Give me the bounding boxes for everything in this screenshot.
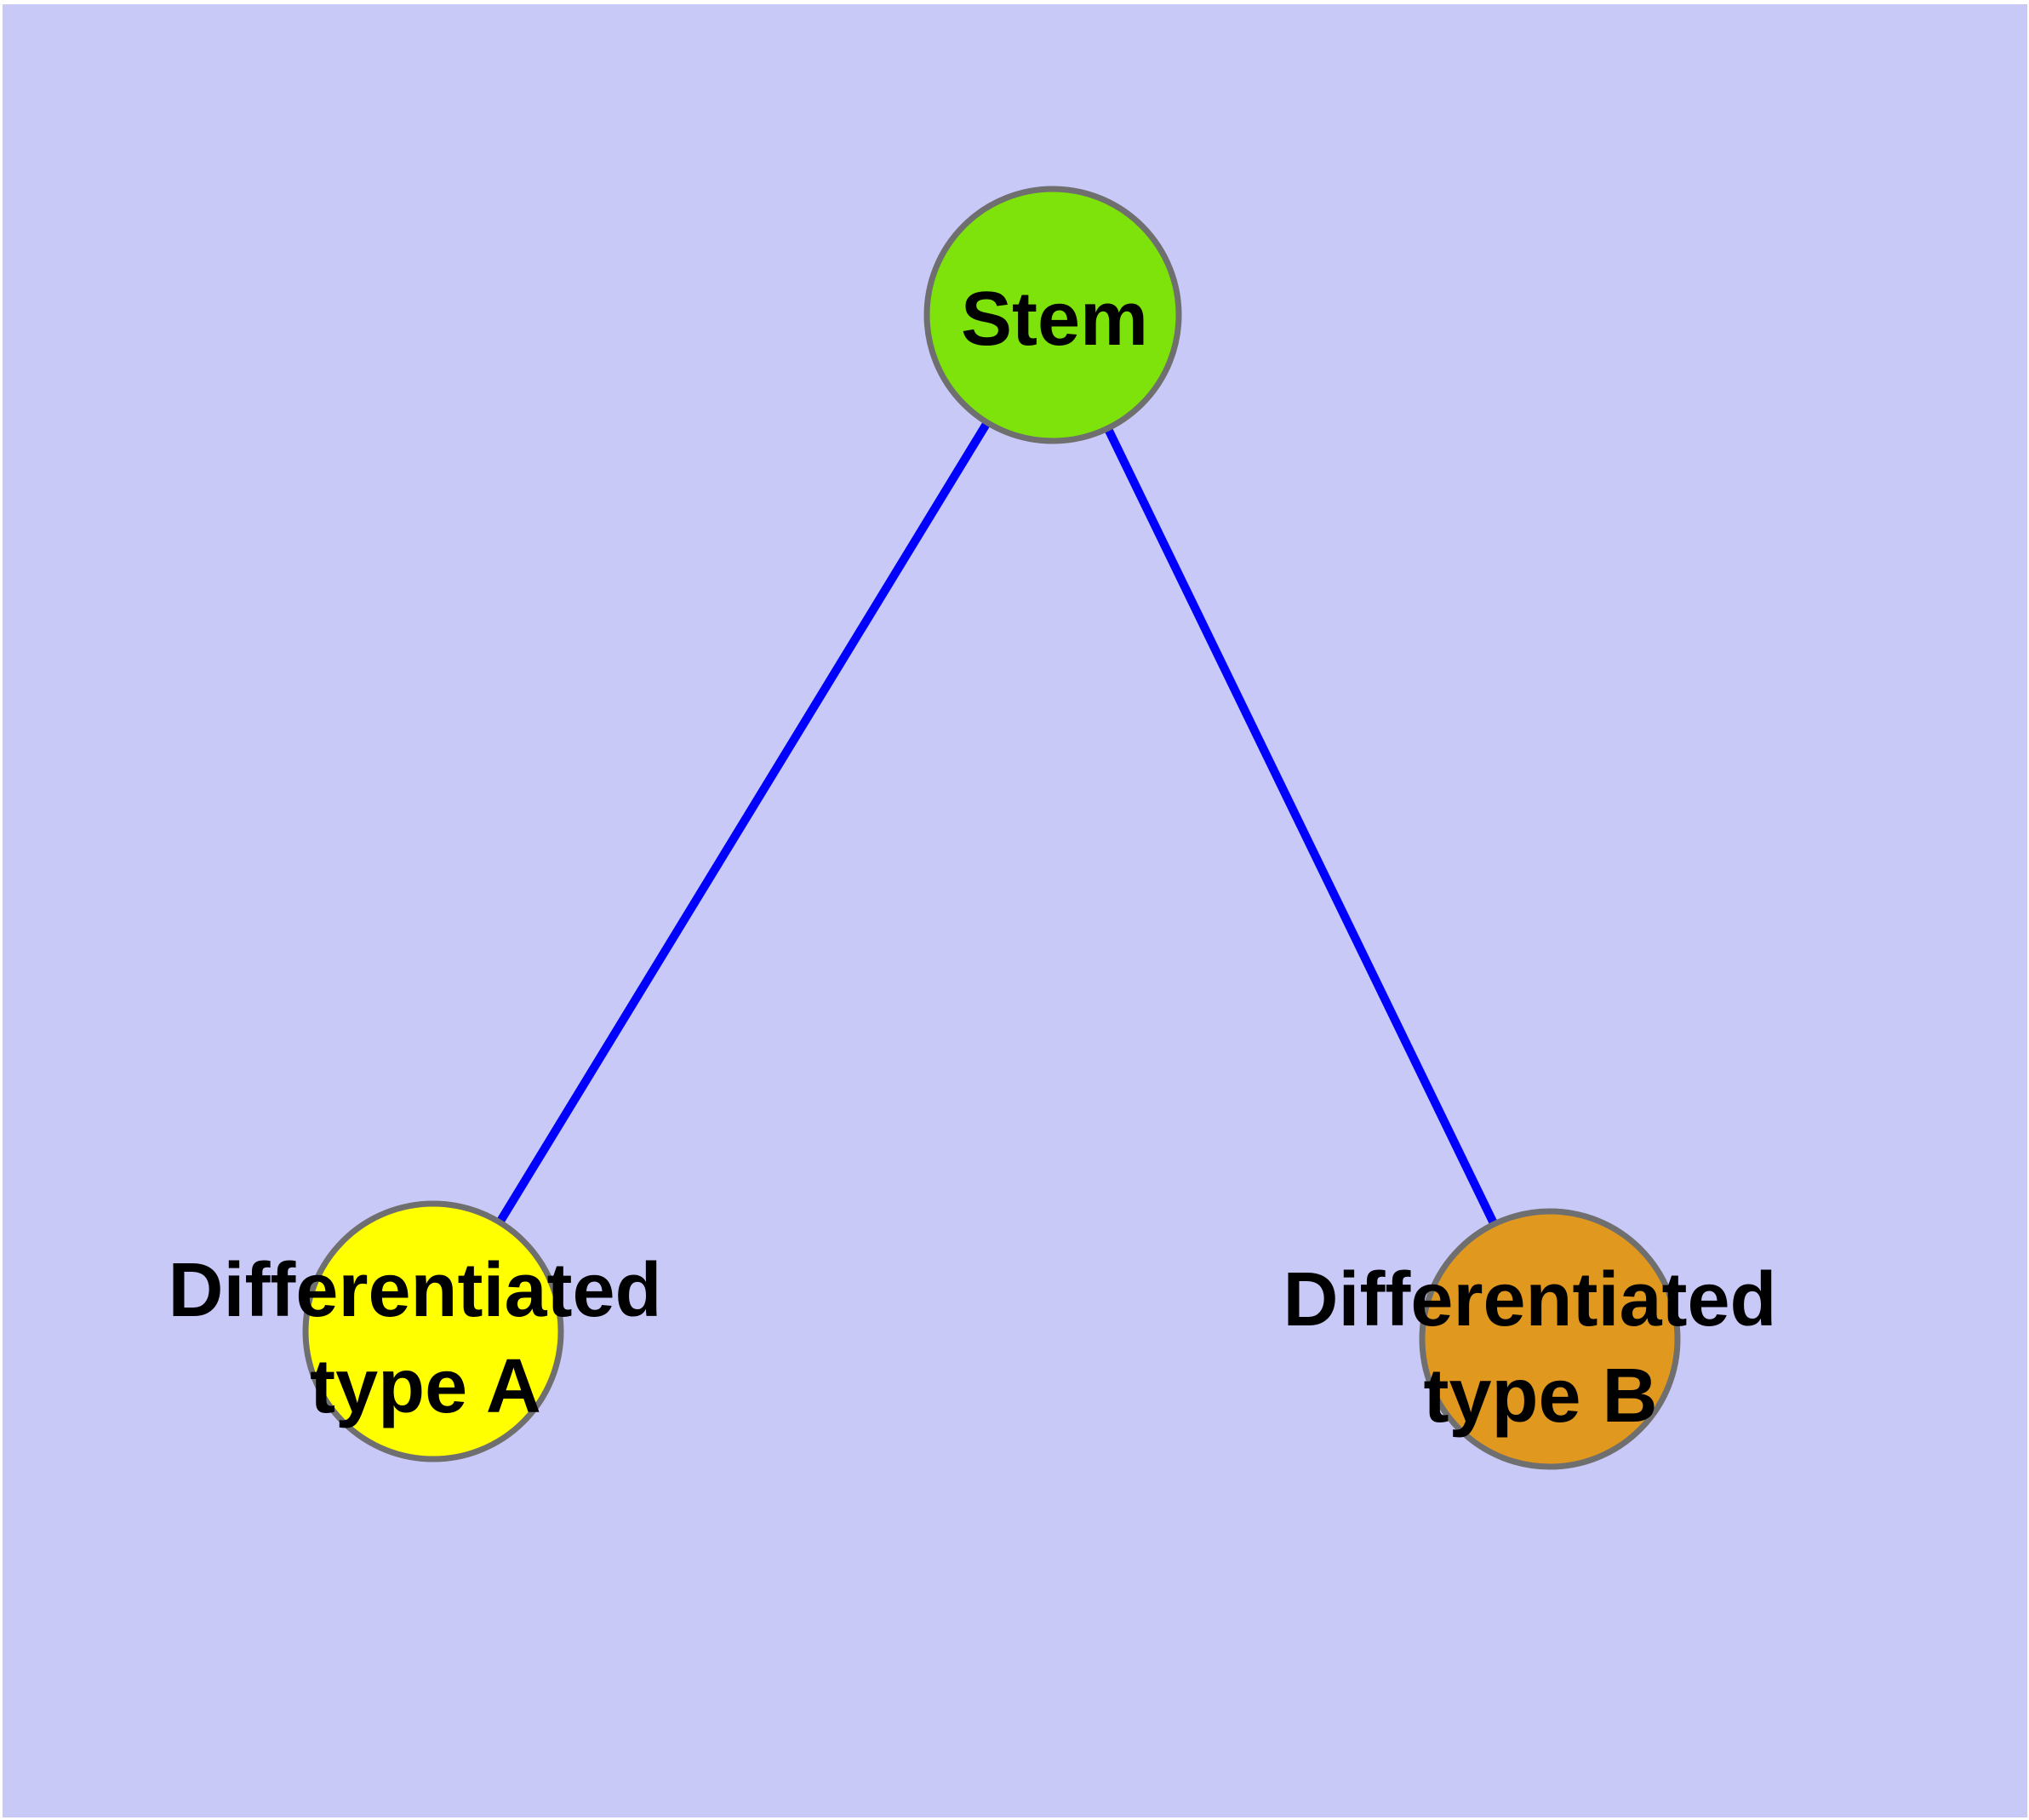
node-type-b-label-line2: type B	[1423, 1354, 1657, 1439]
node-type-b-label: Differentiated type B	[1283, 1257, 1798, 1439]
node-type-a-circle	[302, 1200, 564, 1462]
edge-stem-to-type-a	[429, 312, 1057, 1334]
node-differentiated-type-b: Differentiated type B	[1283, 1208, 1798, 1470]
node-type-b-circle	[1419, 1208, 1681, 1470]
node-differentiated-type-a: Differentiated type A	[168, 1200, 683, 1462]
node-stem-circle	[923, 186, 1182, 444]
node-type-b-label-line1: Differentiated	[1283, 1257, 1776, 1342]
edge-stem-to-type-b	[1049, 312, 1554, 1342]
node-type-a-label: Differentiated type A	[168, 1248, 683, 1429]
node-stem-label: Stem	[961, 277, 1148, 362]
node-type-a-label-line2: type A	[310, 1344, 541, 1429]
node-stem: Stem	[923, 186, 1182, 444]
node-type-a-label-line1: Differentiated	[168, 1248, 661, 1333]
